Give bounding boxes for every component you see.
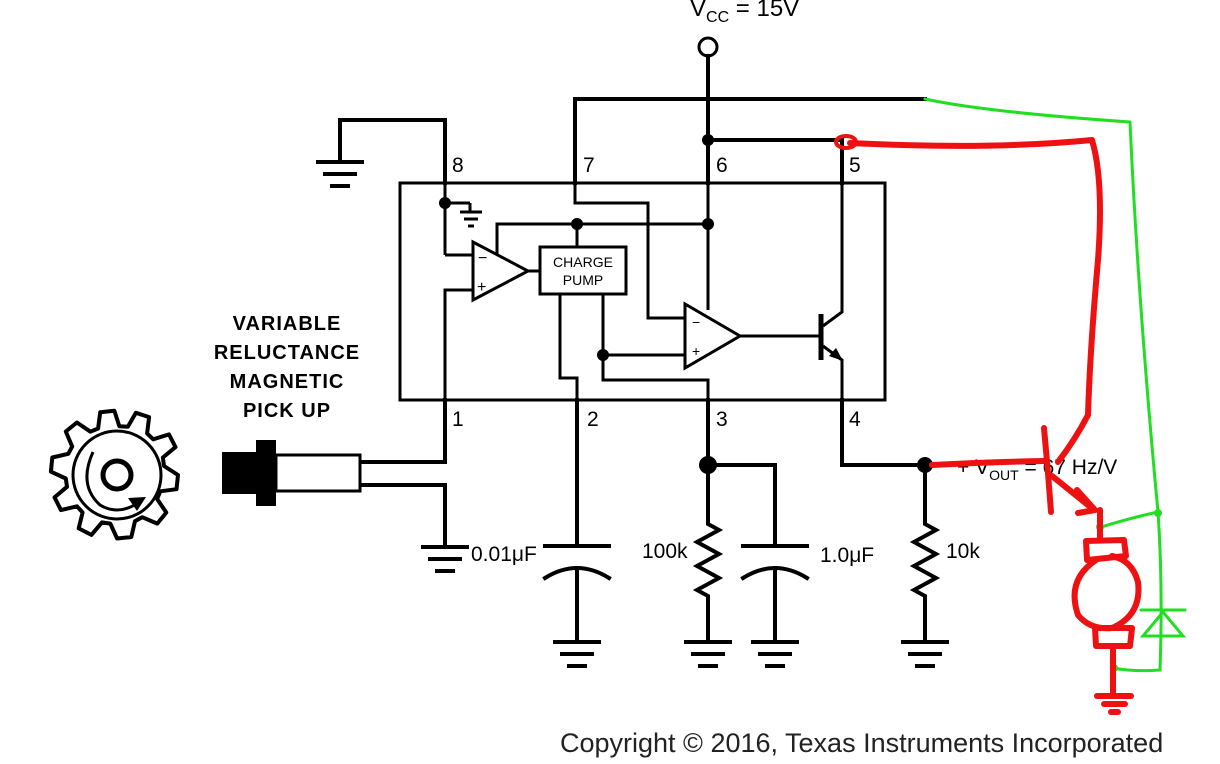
svg-text:+: + [692,343,700,359]
copyright-notice: Copyright © 2016, Texas Instruments Inco… [560,728,1164,758]
ground-symbol [751,640,799,668]
pullup-resistor-10k [909,463,941,642]
input-comparator [471,239,532,303]
ground-symbol [316,160,364,188]
svg-text:PUMP: PUMP [563,272,603,288]
pin-1-label: 1 [452,408,464,431]
pin-4-label: 4 [849,408,861,431]
junction-dot [702,134,714,146]
output-transistor [818,183,844,400]
vcc-label: VCC = 15V [690,0,799,26]
load-resistor-100k [692,513,724,642]
ground-symbol [553,640,601,668]
pickup-wire-1 [358,398,447,464]
svg-text:+: + [477,279,486,296]
ground-symbol [901,640,949,668]
pickup-label-line-2: RELUCTANCE [214,342,360,364]
ic-package [398,181,887,402]
magnetic-pickup-sensor [222,440,362,506]
pickup-label-line-3: MAGNETIC [230,371,345,393]
ground-symbol [421,545,469,573]
svg-text:−: − [692,314,700,330]
pickup-label-line-4: PICK UP [243,400,331,422]
green-annotation-wire [923,97,1187,673]
svg-text:−: − [478,250,487,267]
pin-8-label: 8 [452,154,464,177]
r1-label: 100k [642,540,688,563]
vcc-terminal [697,36,719,58]
output-comparator [683,301,743,371]
internal-ground-symbol [460,210,482,228]
junction-dot [702,218,714,230]
ground-symbol [684,640,732,668]
pin-2-label: 2 [587,408,599,431]
pin-3-label: 3 [716,408,728,431]
pin-7-label: 7 [583,154,595,177]
pickup-label-line-1: VARIABLE [233,313,342,335]
red-annotation-wire [834,134,1142,715]
charge-pump-block [538,245,628,296]
c2-label: 1.0μF [820,544,874,567]
pin-6-label: 6 [716,154,728,177]
pickup-wire-2 [358,483,447,547]
pin8-wire [338,118,447,185]
r2-label: 10k [946,540,980,563]
pin-5-label: 5 [849,154,861,177]
svg-text:CHARGE: CHARGE [553,254,613,270]
c1-label: 0.01μF [471,543,537,566]
gear-wheel [48,408,180,541]
